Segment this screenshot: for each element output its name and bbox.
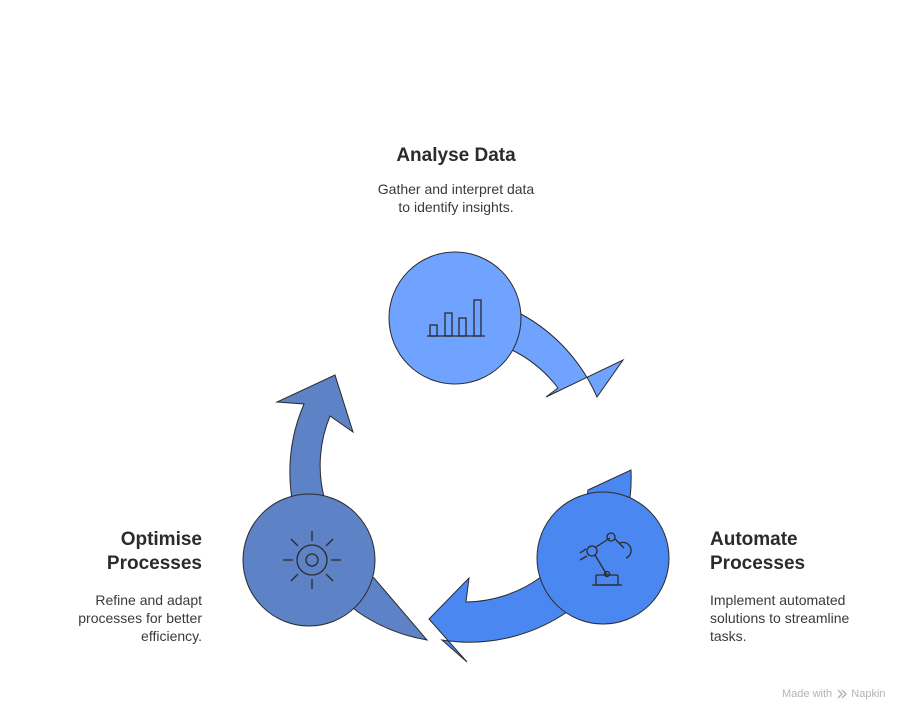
step-node-optimise-processes — [242, 493, 376, 627]
title-line: Processes — [710, 553, 806, 574]
description-line: efficiency. — [141, 628, 202, 644]
watermark: Made with Napkin — [782, 688, 886, 700]
description-line: solutions to streamline — [710, 610, 850, 626]
watermark-brand: Napkin — [851, 688, 886, 700]
step-description-analyse-data: Gather and interpret data to identify in… — [356, 180, 556, 216]
description-line: Gather and interpret data — [377, 181, 535, 197]
step-description-automate-processes: Implement automated solutions to streaml… — [710, 591, 880, 645]
title-line: Optimise — [120, 529, 202, 550]
title-line: Automate — [710, 529, 798, 550]
step-node-analyse-data — [388, 251, 522, 385]
napkin-logo-icon — [837, 689, 848, 699]
description-line: tasks. — [710, 628, 747, 644]
title-line: Processes — [106, 553, 202, 574]
step-title-analyse-data: Analyse Data — [396, 145, 516, 166]
gear-icon — [283, 531, 341, 589]
step-title-optimise-processes: Optimise Processes — [42, 528, 202, 576]
description-line: to identify insights. — [398, 199, 514, 215]
bar-chart-icon — [427, 299, 485, 337]
arrow-analyse-to-automate — [511, 313, 625, 399]
description-line: Implement automated — [710, 592, 846, 608]
robot-arm-icon — [579, 532, 632, 586]
description-line: Refine and adapt — [95, 592, 202, 608]
watermark-prefix: Made with — [782, 688, 833, 700]
description-line: processes for better — [78, 610, 202, 626]
step-description-optimise-processes: Refine and adapt processes for better ef… — [42, 591, 202, 645]
step-node-automate-processes — [536, 491, 670, 625]
step-title-automate-processes: Automate Processes — [710, 528, 870, 576]
